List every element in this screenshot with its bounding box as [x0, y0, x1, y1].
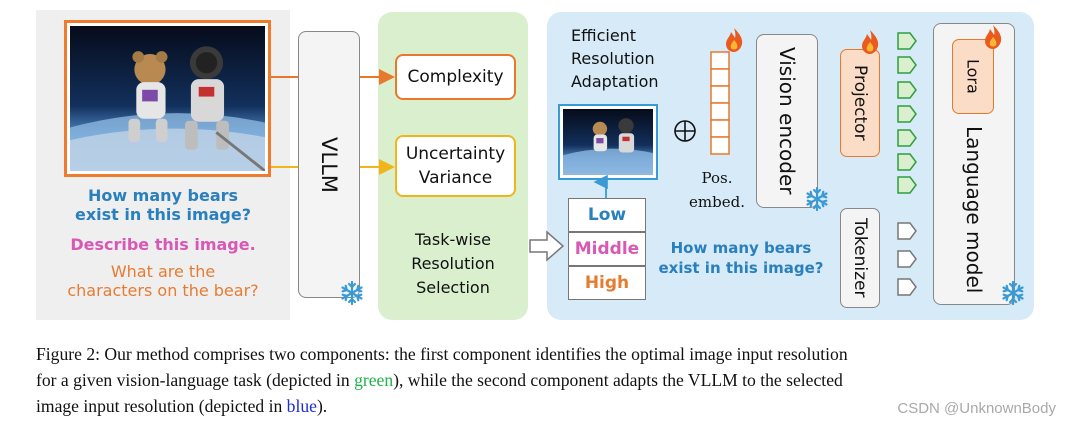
trainable-flame-icon	[985, 25, 1002, 49]
caption-blue-word: blue	[286, 396, 317, 416]
trainable-flame-icon	[726, 28, 743, 52]
vision-encoder-box	[756, 34, 818, 208]
uncertainty-line: Uncertainty	[405, 144, 506, 164]
label-line: Efficient	[571, 26, 637, 45]
task-wise-selection-label: Task-wise Resolution Selection	[378, 228, 528, 300]
language-model-label: Language model	[933, 125, 1015, 295]
lora-box	[952, 39, 994, 114]
trainable-flame-icon	[862, 30, 879, 54]
input-image	[64, 20, 271, 177]
resolution-middle: Middle	[568, 232, 646, 266]
question-line: What are the	[110, 262, 216, 281]
resized-input-image	[558, 104, 658, 180]
label-line: Adaptation	[571, 72, 659, 91]
caption-text: ), while the second component adapts the…	[393, 370, 843, 390]
label-line: Resolution	[571, 49, 655, 68]
add-operator-icon	[674, 120, 696, 142]
bear-space-photo-small	[563, 109, 653, 175]
question-text-input: How many bears exist in this image?	[646, 238, 836, 278]
projector-label: Projector	[840, 49, 880, 157]
projector-box	[840, 49, 880, 157]
caption-line-2: for a given vision-language task (depict…	[36, 367, 1036, 393]
variance-line: Variance	[418, 168, 493, 188]
tokenizer-box	[840, 208, 880, 308]
projector-text: Projector	[850, 65, 870, 141]
question-describe-image: Describe this image.	[70, 235, 256, 254]
question-line: exist in this image?	[658, 259, 824, 277]
vision-encoder-label: Vision encoder	[756, 34, 818, 208]
caption-text: ).	[316, 396, 328, 416]
caption-line-3: image input resolution (depicted in blue…	[36, 393, 1036, 419]
tokenizer-text: Tokenizer	[850, 218, 870, 298]
caption-line-1: Figure 2: Our method comprises two compo…	[36, 344, 848, 364]
question-line: How many bears	[87, 186, 239, 205]
pos-embed-label: Pos. embed.	[682, 166, 752, 214]
question-characters-on-bear: What are the characters on the bear?	[36, 262, 290, 300]
vision-encoder-text: Vision encoder	[775, 47, 799, 195]
lora-label: Lora	[952, 39, 994, 114]
bear-space-photo	[70, 26, 265, 171]
tokenizer-label: Tokenizer	[840, 208, 880, 308]
complexity-box: Complexity	[395, 54, 516, 100]
label-line: embed.	[689, 193, 745, 211]
positional-embedding-stack	[710, 51, 730, 155]
language-model-text: Language model	[962, 126, 986, 294]
frozen-snowflake-icon	[341, 280, 363, 306]
question-line: exist in this image?	[75, 205, 251, 224]
hollow-arrow-icon	[529, 230, 565, 262]
caption-text: for a given vision-language task (depict…	[36, 370, 355, 390]
question-line: characters on the bear?	[67, 281, 259, 300]
caption-green-word: green	[354, 370, 394, 390]
lora-text: Lora	[963, 59, 983, 94]
label-line: Task-wise	[414, 230, 491, 249]
question-line: How many bears	[670, 239, 812, 257]
visual-token-stack	[897, 32, 917, 194]
efficient-resolution-adaptation-label: Efficient Resolution Adaptation	[571, 24, 691, 93]
resolution-high: High	[568, 266, 646, 300]
vllm-box	[298, 31, 360, 298]
vllm-label-text: VLLM	[317, 137, 341, 193]
text-token-stack	[897, 222, 917, 296]
vllm-label: VLLM	[298, 137, 360, 193]
figure-caption: Figure 2: Our method comprises two compo…	[36, 341, 1036, 419]
question-how-many-bears: How many bears exist in this image?	[36, 186, 290, 224]
resolution-low: Low	[568, 198, 646, 232]
label-line: Resolution	[411, 254, 495, 273]
frozen-snowflake-icon	[1002, 280, 1024, 306]
uncertainty-variance-box: Uncertainty Variance	[395, 135, 516, 197]
label-line: Pos.	[701, 169, 733, 187]
label-line: Selection	[416, 278, 490, 297]
watermark: CSDN @UnknownBody	[897, 400, 1056, 417]
caption-text: image input resolution (depicted in	[36, 396, 287, 416]
frozen-snowflake-icon	[806, 186, 828, 212]
